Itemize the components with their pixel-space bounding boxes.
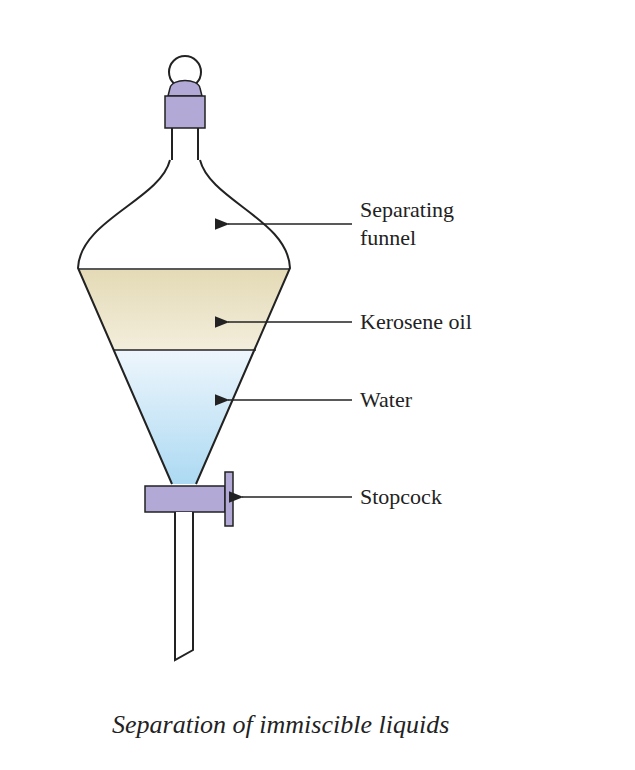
part-label: Kerosene oil <box>360 308 472 336</box>
part-label: Stopcock <box>360 483 442 511</box>
stem <box>175 512 193 660</box>
stopper <box>165 96 205 128</box>
part-label: Water <box>360 386 412 414</box>
water-layer <box>60 350 310 490</box>
neck <box>172 128 198 160</box>
figure-caption: Separation of immiscible liquids <box>112 710 449 740</box>
stopcock-body <box>145 486 225 512</box>
stopper-top <box>168 81 202 97</box>
leader-line <box>228 321 352 323</box>
leader-line <box>228 399 352 401</box>
part-label: Separating funnel <box>360 196 500 252</box>
stopcock-handle <box>225 472 233 526</box>
leader-line <box>228 223 352 225</box>
leader-line <box>242 496 352 498</box>
